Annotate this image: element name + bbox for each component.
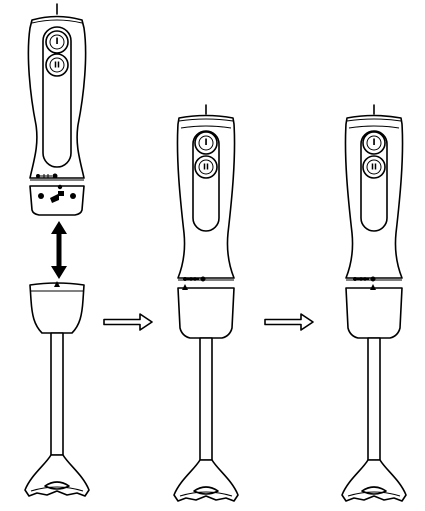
socket-pin-left bbox=[38, 193, 44, 199]
blending-shaft-3 bbox=[341, 337, 407, 502]
speed-1-button-3[interactable] bbox=[362, 131, 386, 155]
unlock-symbol-icon bbox=[36, 173, 58, 179]
socket-pin-right bbox=[70, 193, 76, 199]
speed-1-label-3: I bbox=[372, 138, 375, 148]
stage-2-aligned: I II bbox=[173, 104, 239, 502]
speed-1-label: I bbox=[55, 37, 58, 47]
speed-1-label-2: I bbox=[204, 138, 207, 148]
blending-shaft-2 bbox=[173, 337, 239, 502]
blending-shaft-1 bbox=[24, 332, 90, 497]
stage-1-separated: I II bbox=[24, 3, 90, 497]
alignment-marker-3 bbox=[370, 284, 376, 290]
shaft-cup-1 bbox=[29, 282, 85, 334]
lock-symbol-icon bbox=[353, 276, 376, 282]
speed-2-button-3[interactable] bbox=[362, 155, 386, 179]
speed-2-label-2: II bbox=[203, 163, 209, 172]
speed-2-button-2[interactable] bbox=[194, 155, 218, 179]
speed-1-button[interactable] bbox=[45, 30, 69, 54]
speed-1-button-2[interactable] bbox=[194, 131, 218, 155]
speed-2-label: II bbox=[54, 61, 60, 70]
stage-3-locked: I II bbox=[341, 104, 407, 502]
alignment-marker-2 bbox=[182, 284, 188, 290]
step-arrow-2 bbox=[264, 313, 314, 331]
speed-2-label-3: II bbox=[371, 163, 377, 172]
unlock-symbol-icon-2 bbox=[183, 276, 206, 282]
step-arrow-1 bbox=[103, 313, 153, 331]
triangle-marker-icon bbox=[54, 281, 60, 287]
double-arrow-icon bbox=[51, 221, 67, 279]
socket-lock-icon bbox=[50, 184, 64, 203]
speed-2-button[interactable] bbox=[45, 53, 69, 77]
